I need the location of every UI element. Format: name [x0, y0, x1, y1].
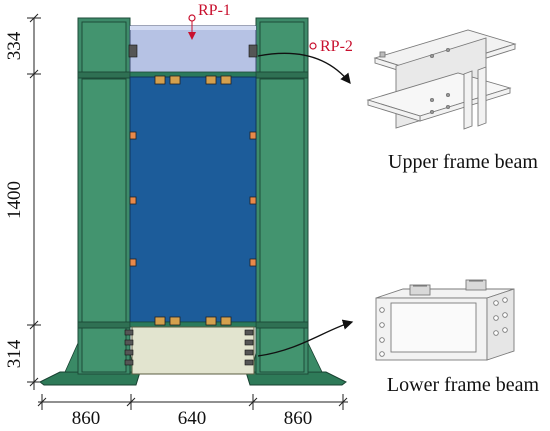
beam-end-bolts [124, 44, 258, 366]
dimension-lower-height: 314 [4, 339, 25, 368]
dimension-panel-width: 640 [178, 408, 207, 429]
rp-1-label: RP-1 [198, 2, 231, 19]
lower-frame-beam [129, 321, 257, 375]
upper-beam-leader-arrow [257, 52, 351, 85]
side-connectors [129, 131, 257, 267]
vertical-dimension-lines [27, 13, 41, 390]
upper-beam-illustration [366, 29, 517, 130]
horizontal-dimension-lines [37, 394, 348, 410]
lower-beam-leader-arrow [257, 319, 354, 357]
upper-frame-beam-caption: Upper frame beam [388, 151, 538, 173]
right-column [255, 17, 309, 375]
dimension-right-width: 860 [284, 408, 313, 429]
reference-point-1 [188, 14, 196, 40]
dimension-left-width: 860 [72, 408, 101, 429]
lower-beam-illustration [375, 279, 515, 361]
left-base-plate [39, 371, 141, 386]
reference-point-2 [309, 42, 317, 50]
dimension-panel-height: 1400 [4, 181, 25, 219]
left-column [77, 17, 131, 375]
dimension-upper-height: 334 [4, 31, 25, 60]
connection-clips [154, 75, 232, 326]
steel-plate-panel [129, 76, 257, 323]
lower-frame-beam-caption: Lower frame beam [387, 374, 540, 396]
rp-2-label: RP-2 [320, 38, 353, 55]
